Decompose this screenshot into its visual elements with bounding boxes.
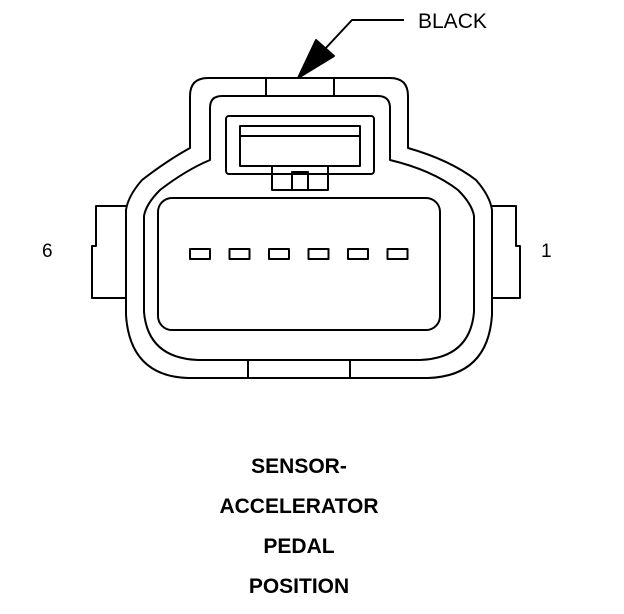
title-line-2: ACCELERATOR	[219, 495, 379, 518]
wire-color-label: BLACK	[418, 10, 487, 33]
latch-tab	[271, 165, 329, 191]
connector-diagram	[91, 19, 521, 379]
side-rib-right	[492, 205, 521, 299]
connector-title: SENSOR- ACCELERATOR PEDAL POSITION	[0, 454, 598, 614]
bottom-key	[247, 360, 351, 378]
connector-housing-inner	[143, 95, 475, 361]
top-ridge	[265, 78, 335, 96]
title-line-4: POSITION	[248, 575, 350, 598]
pin-cavity	[189, 248, 211, 260]
latch-body	[239, 125, 361, 167]
title-line-3: PEDAL	[263, 535, 335, 558]
pin-number-left: 6	[42, 241, 53, 262]
mating-face	[157, 197, 441, 331]
pin-cavities	[189, 248, 409, 260]
pin-cavity	[228, 248, 251, 260]
pin-cavity	[268, 248, 290, 260]
pin-number-right: 1	[541, 241, 552, 262]
connector-housing-outer	[125, 77, 493, 379]
callout-leader	[323, 19, 404, 51]
pin-cavity	[307, 248, 330, 260]
pin-cavity	[347, 248, 369, 260]
callout-arrowhead	[297, 39, 335, 79]
latch-tab-notch	[291, 171, 309, 191]
title-line-1: SENSOR-	[251, 455, 347, 478]
latch-frame	[225, 115, 375, 175]
side-rib-left	[91, 205, 126, 299]
pin-cavity	[386, 248, 409, 260]
